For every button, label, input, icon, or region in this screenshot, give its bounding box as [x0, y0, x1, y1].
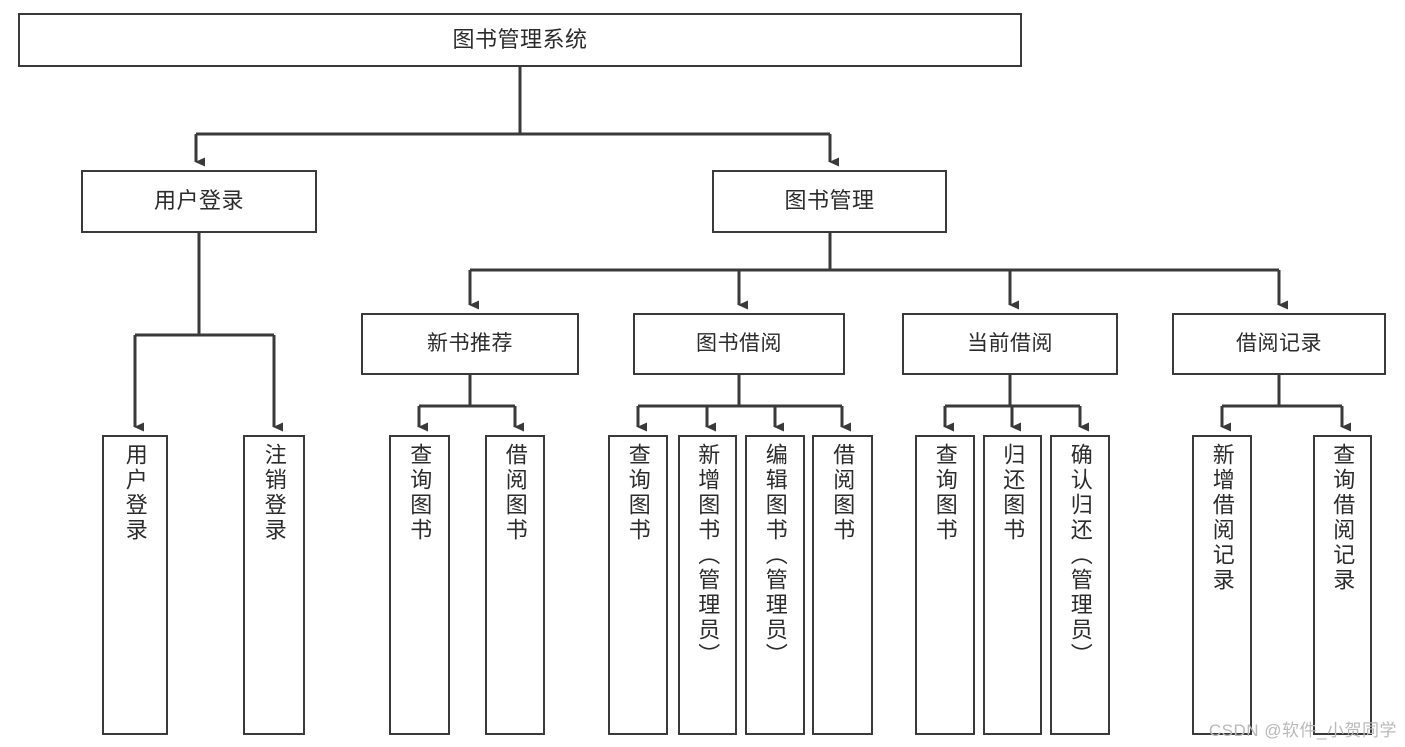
leaf-node[interactable]: 注销登录 — [243, 435, 305, 735]
leaf-node[interactable]: 新增图书（管理员） — [678, 435, 737, 735]
node-borrow-record[interactable]: 借阅记录 — [1172, 313, 1386, 375]
node-book-management-label: 图书管理 — [784, 188, 875, 214]
leaf-node-label: 借阅图书 — [502, 443, 528, 543]
leaf-node-label: 查询图书 — [625, 443, 651, 543]
leaf-node[interactable]: 查询借阅记录 — [1313, 435, 1372, 735]
node-new-book-recommend-label: 新书推荐 — [427, 332, 513, 356]
leaf-node-label: 查询图书 — [407, 443, 433, 543]
leaf-node[interactable]: 查询图书 — [915, 435, 975, 735]
node-user-login-label: 用户登录 — [153, 188, 244, 214]
leaf-node-label: 新增借阅记录 — [1209, 443, 1235, 593]
node-current-borrow-label: 当前借阅 — [967, 332, 1053, 356]
node-current-borrow[interactable]: 当前借阅 — [902, 313, 1118, 375]
leaf-node-label: 用户登录 — [122, 443, 148, 543]
node-book-management[interactable]: 图书管理 — [712, 170, 947, 233]
leaf-node[interactable]: 归还图书 — [983, 435, 1042, 735]
node-user-login[interactable]: 用户登录 — [81, 170, 317, 233]
leaf-node[interactable]: 确认归还（管理员） — [1050, 435, 1110, 735]
leaf-node-label: 新增图书（管理员） — [695, 443, 721, 668]
node-book-borrow[interactable]: 图书借阅 — [633, 313, 845, 375]
leaf-node-label: 归还图书 — [1000, 443, 1026, 543]
leaf-node[interactable]: 借阅图书 — [812, 435, 873, 735]
node-root-label: 图书管理系统 — [452, 26, 588, 52]
leaf-node[interactable]: 查询图书 — [608, 435, 668, 735]
watermark-text: CSDN @软件_小贺同学 — [1208, 721, 1397, 740]
leaf-node-label: 借阅图书 — [830, 443, 856, 543]
leaf-node-label: 注销登录 — [261, 443, 287, 543]
node-new-book-recommend[interactable]: 新书推荐 — [361, 313, 579, 375]
leaf-node[interactable]: 用户登录 — [102, 435, 168, 735]
leaf-node-label: 查询图书 — [932, 443, 958, 543]
leaf-node[interactable]: 编辑图书（管理员） — [745, 435, 805, 735]
leaf-node[interactable]: 借阅图书 — [485, 435, 545, 735]
leaf-node-label: 确认归还（管理员） — [1067, 443, 1093, 668]
node-borrow-record-label: 借阅记录 — [1236, 332, 1322, 356]
node-book-borrow-label: 图书借阅 — [696, 332, 782, 356]
leaf-node-label: 查询借阅记录 — [1330, 443, 1356, 593]
leaf-node[interactable]: 新增借阅记录 — [1192, 435, 1252, 735]
leaf-node[interactable]: 查询图书 — [389, 435, 450, 735]
leaf-node-label: 编辑图书（管理员） — [762, 443, 788, 668]
node-root[interactable]: 图书管理系统 — [18, 13, 1022, 67]
